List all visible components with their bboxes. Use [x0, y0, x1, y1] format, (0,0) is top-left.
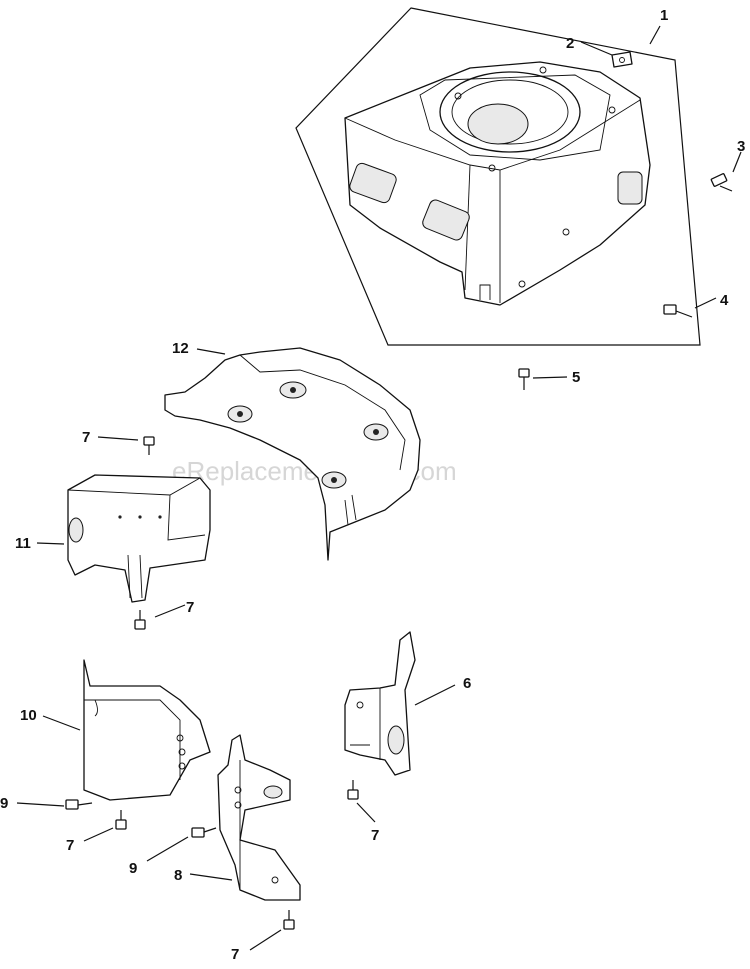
callout-7-left: 7 — [66, 837, 74, 854]
callout-6: 6 — [463, 675, 471, 692]
callout-7-bottom: 7 — [231, 946, 239, 963]
screw-part-7-left — [115, 810, 127, 830]
callout-7-mid: 7 — [186, 599, 194, 616]
callout-2: 2 — [566, 35, 574, 52]
callout-4: 4 — [720, 292, 729, 309]
callout-10: 10 — [20, 707, 37, 724]
screw-part-9-left — [65, 799, 93, 810]
callout-1: 1 — [660, 7, 668, 24]
callout-7-right: 7 — [371, 827, 379, 844]
screw-part-9-mid — [191, 827, 217, 838]
callout-7-upper: 7 — [82, 429, 90, 446]
screw-part-5 — [518, 368, 530, 390]
bracket-part-8 — [217, 734, 301, 901]
leader-lines — [16, 25, 742, 951]
callout-11: 11 — [15, 535, 31, 552]
clip-part-2 — [611, 51, 633, 68]
blower-housing-kit-boundary — [295, 7, 701, 346]
callout-9-left: 9 — [0, 795, 8, 812]
screw-part-4 — [663, 304, 693, 318]
screw-part-7-right — [347, 780, 359, 800]
screw-part-7-bottom — [283, 910, 295, 930]
screw-part-7-upper — [143, 436, 155, 455]
baffle-part-12 — [164, 347, 421, 561]
shield-part-6 — [344, 631, 416, 776]
callout-8: 8 — [174, 867, 182, 884]
callout-labels: 1 2 3 4 5 12 7 11 7 6 10 9 7 7 9 8 7 — [0, 7, 745, 963]
callout-5: 5 — [572, 369, 580, 386]
callout-12: 12 — [172, 340, 189, 357]
screw-part-7-mid — [134, 610, 146, 630]
shield-part-10 — [83, 659, 211, 801]
blower-housing — [344, 61, 651, 306]
callout-9-mid: 9 — [129, 860, 137, 877]
shield-part-11 — [67, 474, 211, 603]
screw-part-3 — [710, 173, 733, 192]
callout-3: 3 — [737, 138, 745, 155]
